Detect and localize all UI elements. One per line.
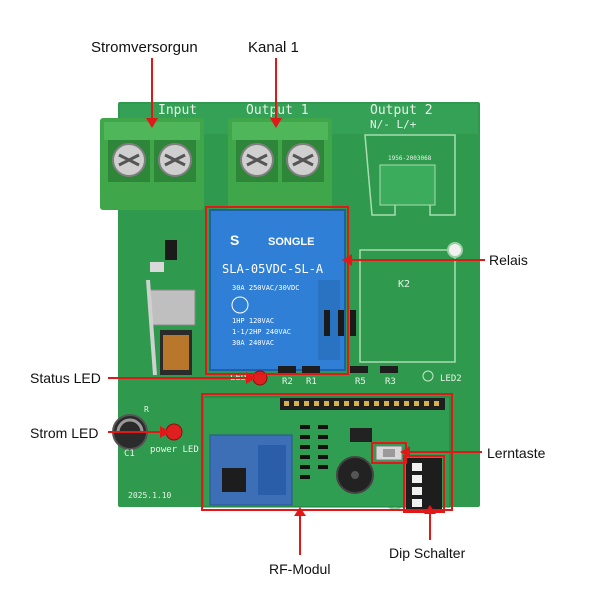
k2-copper-outline [359, 249, 456, 363]
silk-c1: C1 [124, 449, 135, 459]
relay-brand: SONGLE [268, 236, 314, 248]
relay-rating-3: 1-1/2HP 240VAC [232, 328, 291, 336]
relay-rating-4: 30A 240VAC [232, 339, 274, 347]
board-edge-strip [146, 279, 157, 376]
callout-channel-1: Kanal 1 [248, 39, 299, 56]
arrowhead-status-led [246, 372, 256, 384]
callout-dip-switch: Dip Schalter [389, 545, 466, 561]
output1-terminal-block [228, 118, 332, 210]
arrowhead-channel-1 [270, 118, 282, 128]
silk-r5: R5 [355, 377, 366, 387]
input-terminal-block [100, 118, 204, 210]
arrowhead-power-led [160, 426, 170, 438]
silk-led2: LED2 [440, 374, 462, 384]
silk-date: 2025.1.10 [128, 491, 172, 500]
callout-box-dip-switch [403, 455, 445, 513]
relay-model: SLA-05VDC-SL-A [222, 262, 324, 276]
relay-rating-2: 1HP 120VAC [232, 317, 274, 325]
silk-input: Input [158, 103, 197, 118]
silk-r2: R2 [282, 377, 293, 387]
diode [165, 240, 177, 260]
pin-header [280, 398, 445, 410]
silk-output1: Output 1 [246, 103, 309, 118]
mounting-hole [447, 242, 463, 258]
callout-relay: Relais [489, 252, 528, 268]
callout-box-relay [205, 206, 349, 375]
silk-output2-pins: N/- L/+ [370, 118, 417, 131]
svg-text:R: R [144, 405, 149, 414]
silk-r3: R3 [385, 377, 396, 387]
arrowhead-learn-button [400, 446, 410, 458]
relay-component: S SONGLE SLA-05VDC-SL-A 30A 250VAC/30VDC… [209, 209, 346, 371]
callout-rf-module: RF-Modul [269, 561, 331, 577]
silk-output2: Output 2 [370, 103, 433, 118]
arrowhead-rf-module [294, 507, 306, 516]
silk-k2: K2 [398, 279, 410, 290]
silk-power-led: power LED [150, 445, 199, 455]
relay-rating-1: 30A 250VAC/30VDC [232, 284, 299, 292]
callout-power-supply: Stromversorgun [91, 39, 198, 56]
silk-part-code: 1956-2003068 [388, 155, 432, 162]
svg-text:S: S [230, 232, 239, 248]
arrowhead-power-supply [146, 118, 158, 128]
capacitor-block [149, 289, 196, 326]
arrowhead-relay [342, 254, 352, 266]
callout-learn-button: Lerntaste [487, 445, 546, 461]
callout-status-led: Status LED [30, 370, 101, 386]
dip-switch [406, 458, 442, 510]
callout-power-led: Strom LED [30, 425, 99, 441]
arrowhead-dip-switch [424, 505, 436, 514]
silk-r1: R1 [306, 377, 317, 387]
